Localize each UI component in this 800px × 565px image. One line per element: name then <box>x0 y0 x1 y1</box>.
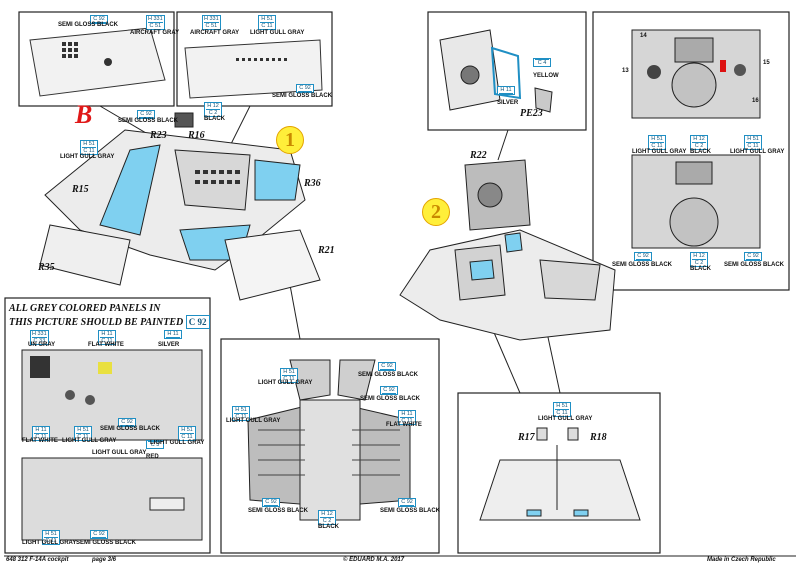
step-1-marker: 1 <box>276 126 304 154</box>
code-c92-i: C 92 <box>380 386 398 395</box>
note-code: C 92 <box>185 315 210 329</box>
code-c92-h: C 92 <box>378 362 396 371</box>
code-c92-c: C 92 <box>137 110 155 119</box>
callout-13: 13 <box>622 68 629 74</box>
color-light-gull-gray-e: LIGHT GULL GRAY <box>62 438 117 444</box>
color-semi-gloss-black-e: SEMI GLOSS BLACK <box>724 262 785 268</box>
step-b-mark: B <box>75 100 93 129</box>
code-c92-b: C 92 <box>296 84 314 93</box>
part-r15: R15 <box>72 184 89 195</box>
note-line-2: THIS PICTURE SHOULD BE PAINTED C 92 <box>9 315 210 329</box>
part-r36: R36 <box>304 178 321 189</box>
code-c92-d: C 92 <box>634 252 652 261</box>
footer-page: page 3/6 <box>92 557 117 563</box>
color-black-d: BLACK <box>318 524 339 530</box>
callout-16: 16 <box>752 98 759 104</box>
part-r35: R35 <box>38 262 55 273</box>
color-semi-gloss-black: SEMI GLOSS BLACK <box>58 22 119 28</box>
part-r16: R16 <box>188 130 205 141</box>
color-semi-gloss-black-k: SEMI GLOSS BLACK <box>380 508 441 514</box>
part-r18: R18 <box>590 432 607 443</box>
footer-product: 648 312 F-14A cockpit <box>6 557 69 563</box>
color-flat-white-b: FLAT WHITE <box>22 438 58 444</box>
part-r23: R23 <box>150 130 167 141</box>
color-light-gull-gray: LIGHT GULL GRAY <box>250 30 305 36</box>
color-semi-gloss-black-h: SEMI GLOSS BLACK <box>358 372 419 378</box>
color-light-gull-gray-j: LIGHT GULL GRAY <box>226 418 281 424</box>
footer-copyright: © EDUARD M.A. 2017 <box>343 557 405 563</box>
color-semi-gloss-black-c: SEMI GLOSS BLACK <box>118 118 179 124</box>
code-c92-j: C 92 <box>262 498 280 507</box>
part-pe23: PE23 <box>520 108 543 119</box>
color-light-gull-gray-h: LIGHT GULL GRAY <box>22 540 77 546</box>
code-c92: C 92 <box>90 15 108 24</box>
step-2-marker: 2 <box>422 198 450 226</box>
callout-14: 14 <box>640 33 647 39</box>
part-r17: R17 <box>518 432 535 443</box>
callout-15: 15 <box>763 60 770 66</box>
color-red: RED <box>146 454 159 460</box>
color-yellow: YELLOW <box>533 73 559 79</box>
code-c92-g: C 92 <box>90 530 108 539</box>
color-light-gull-gray-f: LIGHT GULL GRAY <box>150 440 205 446</box>
code-c92-k: C 92 <box>398 498 416 507</box>
color-semi-gloss-black-g: SEMI GLOSS BLACK <box>76 540 137 546</box>
footer-made-in: Made in Czech Republic <box>707 557 776 563</box>
color-light-gull-gray-i: LIGHT GULL GRAY <box>258 380 313 386</box>
color-flat-white-c: FLAT WHITE <box>386 422 422 428</box>
color-silver: SILVER <box>497 100 519 106</box>
color-semi-gloss-black-b: SEMI GLOSS BLACK <box>272 93 333 99</box>
color-un-gray: UN GRAY <box>28 342 56 348</box>
color-black: BLACK <box>204 116 225 122</box>
color-light-gull-gray-g: LIGHT GULL GRAY <box>92 450 147 456</box>
color-light-gull-gray-b: LIGHT GULL GRAY <box>60 154 115 160</box>
color-semi-gloss-black-i: SEMI GLOSS BLACK <box>360 396 421 402</box>
code-c8: H 11 <box>164 330 182 339</box>
code-c92-e: C 92 <box>744 252 762 261</box>
color-aircraft-gray-b: AIRCRAFT GRAY <box>190 30 240 36</box>
note-line-1: ALL GREY COLORED PANELS IN <box>9 303 161 314</box>
color-flat-white: FLAT WHITE <box>88 342 124 348</box>
code-c92-f: C 92 <box>118 418 136 427</box>
code-h4: C 4 <box>533 58 551 67</box>
color-silver-b: SILVER <box>158 342 180 348</box>
color-semi-gloss-black-f: SEMI GLOSS BLACK <box>100 426 161 432</box>
color-light-gull-gray-c: LIGHT GULL GRAY <box>632 149 687 155</box>
color-light-gull-gray-d: LIGHT GULL GRAY <box>730 149 785 155</box>
code-h8: H 11 <box>497 86 515 95</box>
color-black-c: BLACK <box>690 266 711 272</box>
color-black-b: BLACK <box>690 149 711 155</box>
color-semi-gloss-black-d: SEMI GLOSS BLACK <box>612 262 673 268</box>
part-r21: R21 <box>318 245 335 256</box>
code-h3: C 3 <box>146 440 164 449</box>
color-aircraft-gray: AIRCRAFT GRAY <box>130 30 180 36</box>
color-semi-gloss-black-j: SEMI GLOSS BLACK <box>248 508 309 514</box>
color-light-gull-gray-k: LIGHT GULL GRAY <box>538 416 593 422</box>
part-r22: R22 <box>470 150 487 161</box>
